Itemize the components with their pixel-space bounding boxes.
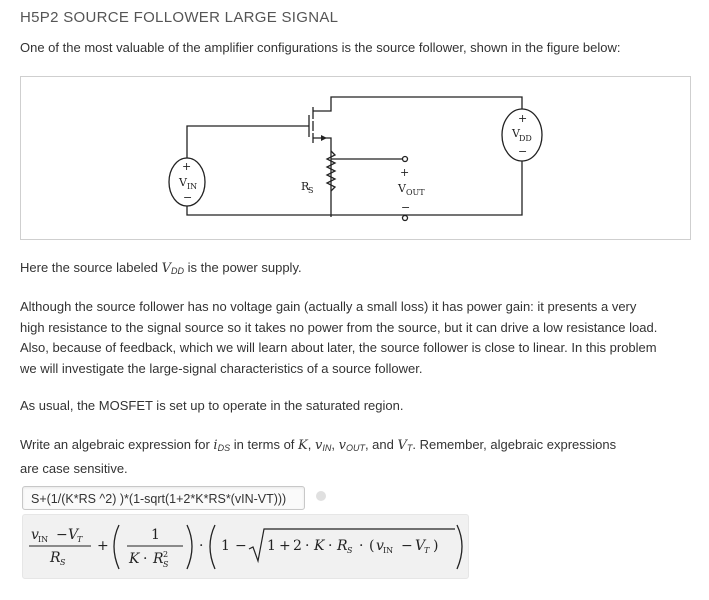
rs-sub-label: S	[308, 186, 313, 195]
rs-label: R	[301, 180, 310, 193]
preview-vt: V	[68, 527, 80, 543]
vdd-label: V	[511, 127, 521, 140]
question-prompt: Write an algebraic expression for iDS in…	[20, 437, 617, 476]
preview-rs: R	[49, 550, 61, 566]
status-indicator	[316, 491, 326, 501]
vdd-description: Here the source labeled VDD is the power…	[20, 260, 302, 276]
svg-text:(: (	[369, 538, 374, 554]
vin-sub-label: IN	[187, 182, 197, 191]
vout-plus-label: +	[400, 166, 409, 179]
intro-text: One of the most valuable of the amplifie…	[20, 40, 621, 55]
preview-minus: −	[56, 527, 68, 543]
preview-vin: v	[31, 527, 39, 543]
preview-one: 1	[151, 527, 160, 543]
vout-sub-label: OUT	[406, 188, 425, 197]
preview-k: K	[128, 551, 141, 567]
vin-plus-label: +	[182, 160, 191, 173]
math-preview-formula: v IN − V T R S + 1 K · R 2 S · 1 −	[29, 524, 463, 570]
preview-one-c: 1	[267, 538, 276, 554]
saturation-note: As usual, the MOSFET is set up to operat…	[20, 398, 404, 413]
circuit-figure: + V IN − R S + V OUT − + V DD −	[20, 76, 691, 240]
vdd-sub-label: DD	[519, 134, 532, 143]
preview-k2: K	[313, 538, 326, 554]
preview-vin2: v	[376, 538, 384, 554]
preview-vt2: V	[415, 538, 427, 554]
preview-dot-4: ·	[328, 538, 332, 554]
preview-plus: +	[97, 538, 109, 554]
preview-dot-5: ·	[359, 538, 363, 554]
svg-text:): )	[433, 538, 438, 554]
vdd-minus-label: −	[518, 145, 527, 158]
preview-vt-sub: T	[77, 535, 83, 544]
preview-vin2-sub: IN	[383, 546, 393, 555]
preview-plus-2: +	[279, 538, 291, 554]
preview-vin-sub: IN	[38, 535, 48, 544]
circuit-diagram: + V IN − R S + V OUT − + V DD −	[168, 96, 543, 222]
preview-rs3-sub: S	[347, 546, 353, 555]
vout-label: V	[397, 182, 407, 195]
preview-minus-2: −	[235, 538, 247, 554]
preview-r2-sup: 2	[163, 550, 168, 559]
vdd-plus-label: +	[518, 112, 527, 125]
source-follower-explanation: Although the source follower has no volt…	[20, 299, 658, 376]
preview-one-b: 1	[221, 538, 230, 554]
page-title: H5P2 SOURCE FOLLOWER LARGE SIGNAL	[20, 9, 339, 26]
preview-dot: ·	[143, 551, 147, 567]
preview-minus-3: −	[401, 538, 413, 554]
preview-rs3: R	[336, 538, 348, 554]
vin-label: V	[178, 176, 188, 189]
preview-r2: R	[152, 551, 164, 567]
preview-r2-sub: S	[163, 560, 169, 569]
vout-minus-label: −	[401, 201, 410, 214]
vin-minus-label: −	[183, 191, 192, 204]
preview-dot-3: ·	[305, 538, 309, 554]
answer-input[interactable]: S+(1/(K*RS ^2) )*(1-sqrt(1+2*K*RS*(vIN-V…	[22, 486, 305, 510]
preview-dot-2: ·	[199, 538, 203, 554]
math-preview: v IN − V T R S + 1 K · R 2 S · 1 −	[22, 514, 469, 579]
preview-vt2-sub: T	[424, 546, 430, 555]
preview-two: 2	[293, 538, 302, 554]
preview-rs-sub: S	[60, 558, 66, 567]
